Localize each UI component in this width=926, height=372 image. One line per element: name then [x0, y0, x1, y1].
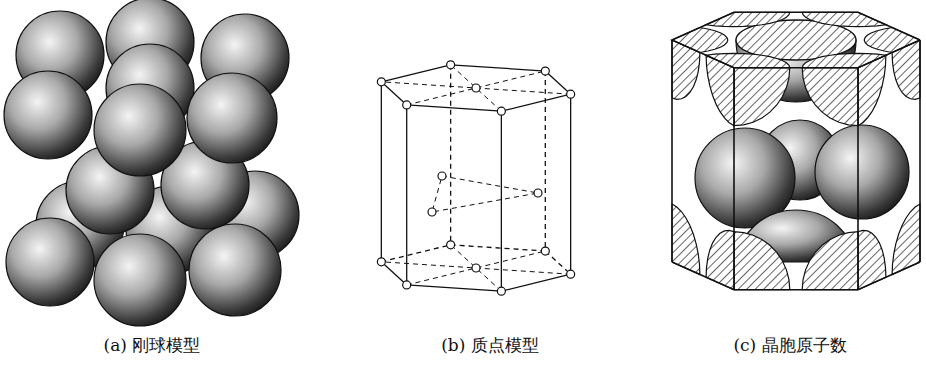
atom-sphere	[94, 234, 186, 326]
atom-point	[567, 270, 575, 278]
cell-edge	[501, 94, 570, 111]
atom-point	[403, 281, 411, 289]
atom-point	[428, 208, 436, 216]
cell-edge	[501, 274, 570, 291]
cell-diagonal	[381, 82, 570, 94]
cut-face	[802, 68, 858, 126]
atom-sphere	[187, 73, 277, 163]
cut-face	[672, 28, 728, 53]
cell-edge	[545, 71, 570, 94]
atom-sphere	[6, 218, 94, 306]
cell-edge	[451, 245, 546, 251]
cell-diagonal	[451, 245, 502, 291]
cell-edge	[381, 82, 382, 262]
atom-point	[377, 258, 385, 266]
cell-edge	[407, 105, 502, 111]
atom-point	[377, 78, 385, 86]
cell-edge	[671, 40, 673, 262]
atom-point	[403, 101, 411, 109]
cell-edge	[381, 245, 450, 262]
cell-edge	[501, 111, 502, 291]
cut-face	[858, 230, 886, 289]
cell-diagonal	[451, 65, 502, 111]
atom-point	[438, 172, 446, 180]
atom-point	[447, 241, 455, 249]
atom-point	[497, 107, 505, 115]
cell-edge	[545, 71, 546, 251]
cell-diagonal	[381, 262, 570, 274]
figure-caption: (c) 晶胞原子数	[733, 335, 846, 355]
cut-face	[802, 232, 858, 290]
cell-diagonal	[407, 251, 546, 285]
atom-sphere	[189, 224, 281, 316]
cell-edge	[450, 65, 451, 245]
cut-face	[734, 232, 790, 290]
atom-point	[472, 264, 480, 272]
atom-point	[567, 90, 575, 98]
hard-sphere-model	[4, 0, 299, 326]
atom-sphere	[4, 71, 92, 159]
figure-caption: (b) 质点模型	[441, 335, 539, 355]
atom-point	[541, 247, 549, 255]
cell-edge	[381, 82, 406, 105]
atom-sphere	[94, 84, 186, 176]
cell-edge	[919, 40, 921, 262]
cell-edge	[381, 65, 450, 82]
cell-edge	[857, 68, 859, 290]
cell-edge	[672, 12, 920, 67]
atom-point	[472, 84, 480, 92]
inner-triangle	[432, 176, 538, 212]
point-model	[377, 61, 574, 295]
figure-caption: (a) 刚球模型	[104, 335, 201, 355]
cell-edge	[451, 65, 546, 71]
cell-edge	[733, 68, 735, 290]
atom-point	[534, 189, 542, 197]
cut-face	[864, 28, 920, 53]
unit-cell-model	[672, 12, 920, 289]
cell-edge	[570, 94, 571, 274]
atom-point	[541, 67, 549, 75]
atom-sphere	[815, 125, 909, 219]
cell-edge	[672, 262, 920, 290]
cell-edge	[407, 285, 502, 291]
cut-face	[734, 68, 790, 126]
atom-point	[497, 287, 505, 295]
cell-edge	[381, 262, 406, 285]
cell-diagonal	[407, 71, 546, 105]
atom-point	[447, 61, 455, 69]
cut-face	[706, 230, 734, 289]
cell-edge	[545, 251, 570, 274]
cell-edge	[406, 105, 407, 285]
